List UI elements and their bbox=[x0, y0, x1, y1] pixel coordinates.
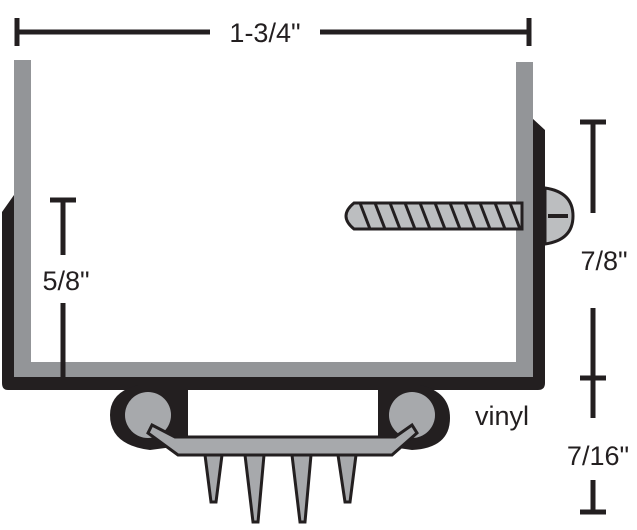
width-dimension: 1-3/4" bbox=[14, 18, 532, 48]
channel-right-wall bbox=[516, 62, 533, 362]
seal-web bbox=[146, 422, 419, 457]
seal-fin-3 bbox=[290, 453, 313, 524]
right-height-label: 7/8" bbox=[580, 246, 627, 276]
channel-left-wall bbox=[14, 60, 31, 362]
seal-left-bulb bbox=[125, 392, 171, 438]
seal-right-bulb bbox=[389, 392, 435, 438]
seal-fin-2 bbox=[243, 453, 266, 524]
vinyl-label: vinyl bbox=[475, 401, 529, 431]
screw-shank bbox=[344, 201, 524, 231]
right-height-dimension: 7/8" bbox=[580, 119, 628, 381]
seal-fin-4 bbox=[336, 453, 358, 504]
seal-height-label: 7/16" bbox=[567, 441, 629, 471]
seal-height-dimension: 7/16" bbox=[567, 378, 629, 515]
mounting-screw bbox=[344, 186, 575, 246]
left-height-label: 5/8" bbox=[42, 266, 89, 296]
channel-outer-shell bbox=[2, 118, 545, 390]
width-dimension-label: 1-3/4" bbox=[229, 18, 300, 48]
vinyl-seal bbox=[110, 385, 450, 524]
screw-threads bbox=[358, 202, 522, 230]
seal-fin-1 bbox=[203, 453, 224, 504]
channel-base bbox=[14, 362, 533, 377]
left-height-dimension: 5/8" bbox=[42, 197, 90, 378]
